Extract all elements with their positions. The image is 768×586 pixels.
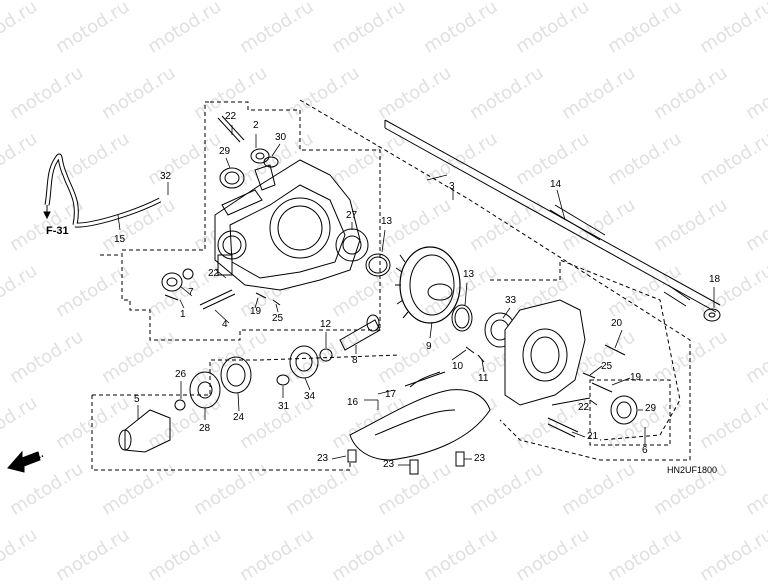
reference-label-f31: F-31 <box>46 225 69 237</box>
axle-shaft <box>384 119 721 313</box>
callout-25-right: 25 <box>601 361 613 372</box>
stud-bolt-22-top <box>217 115 245 143</box>
diagram-code: HN2UF1800 <box>667 465 718 475</box>
bolt-23-a <box>347 449 357 463</box>
skid-plate <box>349 389 491 461</box>
callout-11: 11 <box>478 373 489 384</box>
callout-19-left: 19 <box>250 306 262 317</box>
callout-3: 3 <box>449 181 455 192</box>
callout-29-right: 29 <box>645 403 657 414</box>
callout-29-left: 29 <box>219 146 231 157</box>
shaft-boundary <box>299 99 691 461</box>
ring-gear <box>399 246 461 324</box>
front-direction-arrow <box>7 450 41 473</box>
part6-boundary <box>589 379 671 446</box>
callout-4: 4 <box>222 319 228 330</box>
gear-case-housing <box>214 159 361 291</box>
callout-18: 18 <box>709 274 721 285</box>
breather-hose <box>44 153 162 228</box>
callout-5: 5 <box>134 394 140 405</box>
callout-10: 10 <box>452 361 464 372</box>
callout-8: 8 <box>352 355 358 366</box>
callout-23-right: 23 <box>474 453 486 464</box>
callout-19-right: 19 <box>630 372 642 383</box>
callout-27: 27 <box>346 210 358 221</box>
callout-2: 2 <box>253 120 259 131</box>
callout-17: 17 <box>385 389 397 400</box>
callout-13-right: 13 <box>463 269 475 280</box>
callout-24: 24 <box>233 412 245 423</box>
right-cover-boundary <box>490 259 681 441</box>
callout-9: 9 <box>426 341 432 352</box>
callout-34: 34 <box>304 391 316 402</box>
callout-30: 30 <box>275 132 287 143</box>
callout-20: 20 <box>611 318 623 329</box>
callout-23-left: 23 <box>317 453 329 464</box>
callout-33: 33 <box>505 295 517 306</box>
callout-22-left: 22 <box>208 268 220 279</box>
callout-14: 14 <box>550 179 562 190</box>
callout-12: 12 <box>320 319 332 330</box>
joint-sleeve <box>124 409 171 453</box>
callout-23-mid: 23 <box>383 459 395 470</box>
assembly-boundary-left <box>121 101 381 341</box>
assembly-boundary-outer <box>91 254 401 471</box>
callout-22-top: 22 <box>225 111 237 122</box>
pinion-gear <box>339 319 381 351</box>
callout-21: 21 <box>587 431 599 442</box>
callout-1: 1 <box>180 309 186 320</box>
callout-16: 16 <box>347 397 359 408</box>
callout-13-left: 13 <box>381 216 393 227</box>
callout-25-left: 25 <box>272 313 284 324</box>
callout-31: 31 <box>278 401 290 412</box>
callout-32: 32 <box>160 171 172 182</box>
callout-6: 6 <box>642 445 648 456</box>
right-cover-housing <box>504 299 586 406</box>
callout-15: 15 <box>114 234 126 245</box>
callout-28: 28 <box>199 423 211 434</box>
callout-22-right: 22 <box>578 402 590 413</box>
callout-7: 7 <box>188 287 194 298</box>
callout-26: 26 <box>175 369 187 380</box>
